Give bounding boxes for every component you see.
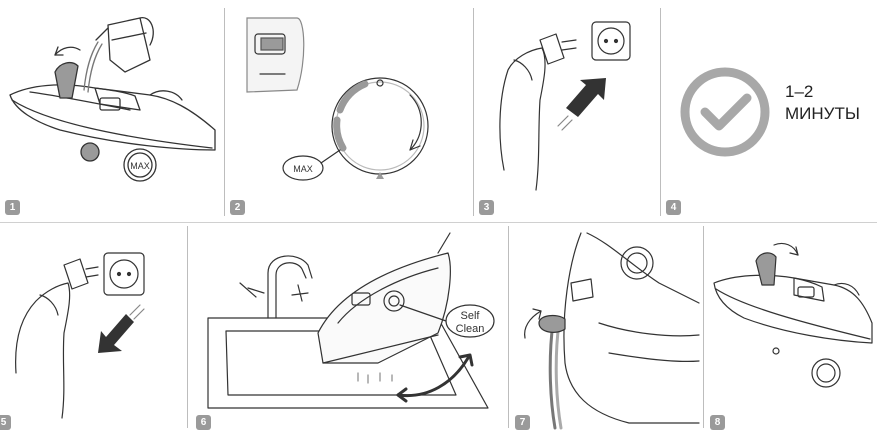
step-3-badge: 3 [479, 200, 494, 215]
step-1-illustration: MAX [0, 0, 224, 222]
step-5-panel: 5 [0, 223, 187, 432]
self-clean-label-line1: Self [461, 310, 481, 322]
step-8-panel: 8 [704, 223, 877, 432]
step-1-badge: 1 [5, 200, 20, 215]
step-2-illustration: MAX [225, 0, 473, 222]
step-6-panel: Self Clean 6 [188, 223, 508, 432]
step-5-badge: 5 [0, 415, 11, 430]
step-6-badge: 6 [196, 415, 211, 430]
step-7-illustration [509, 223, 703, 432]
step-2-badge: 2 [230, 200, 245, 215]
step-1-panel: MAX 1 [0, 0, 224, 222]
step-7-badge: 7 [515, 415, 530, 430]
step-8-illustration [704, 223, 877, 432]
step-8-badge: 8 [710, 415, 725, 430]
step-4-badge: 4 [666, 200, 681, 215]
step-4-unit-text: МИНУТЫ [785, 104, 860, 124]
step-2-max-label: MAX [293, 164, 313, 174]
step-1-max-label: MAX [130, 161, 150, 171]
step-4-panel: 1–2 МИНУТЫ 4 [661, 0, 877, 222]
step-3-panel: 3 [474, 0, 660, 222]
step-6-illustration: Self Clean [188, 223, 508, 432]
step-7-panel: 7 [509, 223, 703, 432]
step-5-illustration [0, 223, 187, 432]
step-4-time-text: 1–2 [785, 82, 813, 102]
step-2-panel: MAX 2 [225, 0, 473, 222]
step-3-illustration [474, 0, 660, 222]
self-clean-label-line2: Clean [456, 323, 485, 335]
